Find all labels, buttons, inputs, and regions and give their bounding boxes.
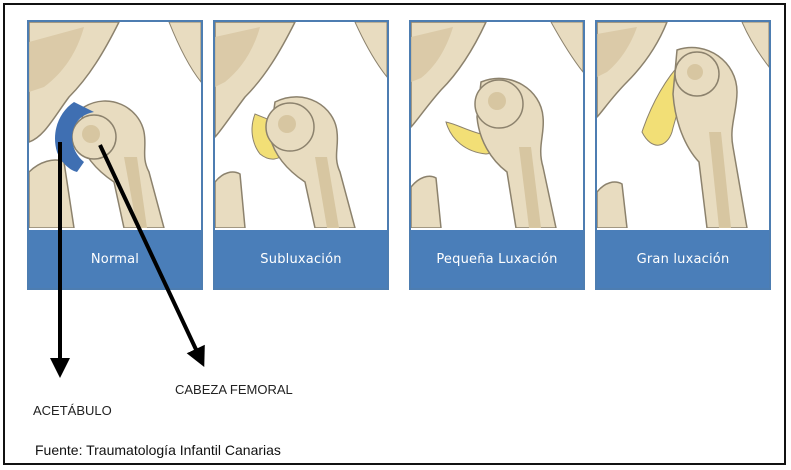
panel-label-gran-luxacion: Gran luxación	[597, 230, 769, 288]
panel-normal: Normal	[27, 20, 203, 290]
panel-subluxacion: Subluxación	[213, 20, 389, 290]
callout-acetabulo: ACETÁBULO	[33, 403, 112, 418]
hip-large-dislocation-illustration	[597, 22, 769, 228]
hip-normal-illustration	[29, 22, 201, 228]
panel-label-normal: Normal	[29, 230, 201, 288]
panel-pequena-luxacion: Pequeña Luxación	[409, 20, 585, 290]
panel-label-pequena-luxacion: Pequeña Luxación	[411, 230, 583, 288]
source-caption: Fuente: Traumatología Infantil Canarias	[35, 442, 281, 458]
figure-frame: Normal Subluxación Pequeña	[3, 3, 786, 465]
panel-label-subluxacion: Subluxación	[215, 230, 387, 288]
hip-small-dislocation-illustration	[411, 22, 583, 228]
callout-cabeza-femoral: CABEZA FEMORAL	[175, 382, 293, 397]
panel-gran-luxacion: Gran luxación	[595, 20, 771, 290]
hip-subluxation-illustration	[215, 22, 387, 228]
